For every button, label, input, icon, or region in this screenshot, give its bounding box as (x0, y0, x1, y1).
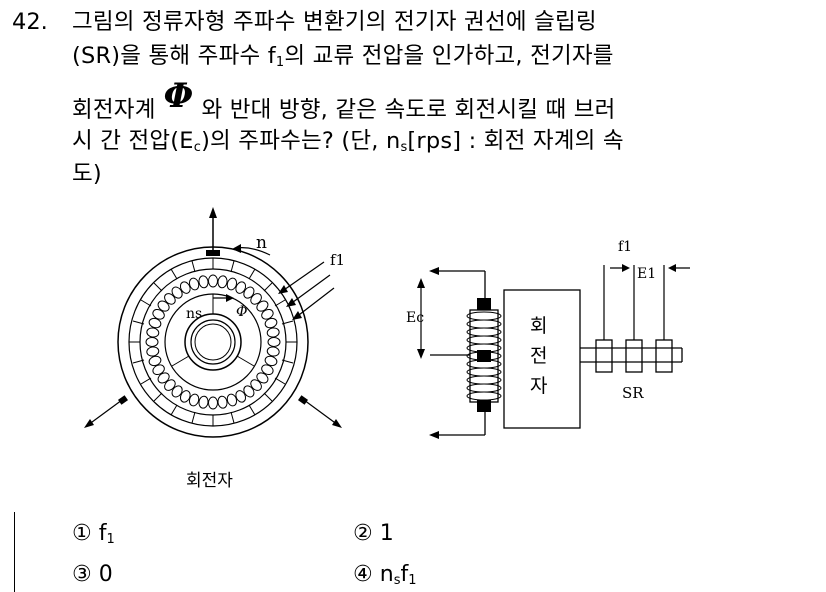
winding-turn (466, 311, 502, 321)
coil-loop (266, 346, 280, 357)
coil-loop (152, 308, 165, 320)
rotor-cross-section (84, 207, 342, 438)
coil-loop (146, 346, 160, 357)
coil-loop (146, 327, 160, 338)
option-4-mark: ④ (353, 562, 373, 587)
coil-loop (208, 274, 218, 288)
coil-loop (188, 393, 200, 407)
coil-loop (256, 372, 269, 384)
coil-loop (148, 317, 162, 329)
question-number: 42. (12, 9, 48, 35)
question-line-5: 도) (72, 161, 102, 187)
coil-loop (261, 308, 274, 320)
option-1[interactable]: ① f1 (72, 521, 115, 547)
question-line-4-pre: 시 간 전압(E (72, 128, 194, 154)
winding-turn (466, 319, 502, 329)
option-1-text: f (98, 521, 107, 546)
question-line-3-pre: 회전자계 (72, 97, 156, 123)
winding-turn (466, 383, 502, 393)
option-2-mark: ② (353, 521, 373, 546)
option-2-text: 1 (379, 521, 394, 546)
option-3[interactable]: ③ 0 (72, 562, 113, 588)
coil-loop (198, 275, 209, 289)
option-1-sub: 1 (106, 532, 115, 547)
coil-loop (171, 286, 183, 299)
coil-loop (152, 364, 165, 376)
coil-loop (226, 393, 238, 407)
coil-loop (217, 275, 228, 289)
label-e1: E1 (637, 266, 656, 282)
label-ns: ns (186, 306, 202, 322)
coil-loop (250, 379, 262, 391)
coil-loop (226, 277, 238, 291)
coil-loop (164, 293, 176, 305)
label-phi-fig: Φ (236, 304, 247, 320)
coil-loop (266, 327, 280, 338)
question-line-2-post: 의 교류 전압을 인가하고, 전기자를 (284, 43, 614, 69)
margin-bar (14, 512, 15, 592)
question-line-4-sub2: s (400, 140, 408, 155)
question-line-4-sub: c (193, 140, 202, 155)
question-line-3: 회전자계 Φ 와 반대 방향, 같은 속도로 회전시킬 때 브러 (72, 79, 616, 124)
coil-loop (243, 286, 255, 299)
winding-turn (466, 375, 502, 385)
coil-loop (148, 355, 162, 367)
question-line-4: 시 간 전압(Ec)의 주파수는? (단, ns[rps] : 회전 자계의 속 (72, 127, 624, 155)
question-line-4-mid: )의 주파수는? (단, n (201, 128, 401, 154)
question-line-2: (SR)을 통해 주파수 f1의 교류 전압을 인가하고, 전기자를 (72, 42, 614, 70)
option-4-sub: s (393, 573, 401, 588)
coil-loop (157, 300, 170, 312)
winding-turn (466, 327, 502, 337)
option-4[interactable]: ④ nsf1 (353, 562, 417, 588)
coil-loop (179, 390, 191, 403)
label-rotor-2: 전 (530, 345, 547, 367)
coil-loop (256, 300, 269, 312)
coil-loop (198, 395, 209, 409)
coil-loop (217, 395, 228, 409)
phi-symbol: Φ (163, 76, 194, 116)
question-line-3-post: 와 반대 방향, 같은 속도로 회전시킬 때 브러 (201, 97, 616, 123)
question-line-2-sub: 1 (275, 55, 285, 70)
label-rotor-3: 자 (530, 375, 547, 397)
coil-loop (171, 385, 183, 398)
winding-turn (466, 367, 502, 377)
coil-loop (164, 379, 176, 391)
label-n: n (256, 233, 267, 253)
coil-loop (235, 281, 247, 294)
coil-loop (261, 364, 274, 376)
label-f1-right: f1 (618, 239, 632, 255)
label-f1-left: f1 (330, 251, 345, 269)
question-line-1: 그림의 정류자형 주파수 변환기의 전기자 권선에 슬립링 (72, 9, 597, 35)
coil-loop (264, 355, 278, 367)
option-2[interactable]: ② 1 (353, 521, 394, 547)
coil-loop (243, 385, 255, 398)
label-rotor-1: 회 (530, 315, 547, 337)
winding-turn (466, 391, 502, 401)
question-line-4-post: [rps] : 회전 자계의 속 (407, 128, 624, 154)
option-4-text: n (379, 562, 394, 587)
winding-turn (466, 335, 502, 345)
question-line-2-pre: (SR)을 통해 주파수 f (72, 43, 276, 69)
coil-loop (179, 281, 191, 294)
option-3-text: 0 (98, 562, 113, 587)
coil-loop (267, 337, 281, 347)
coil-loop (235, 390, 247, 403)
option-4-sub2: 1 (408, 573, 417, 588)
coil-loop (157, 372, 170, 384)
option-1-mark: ① (72, 521, 92, 546)
label-sr: SR (622, 384, 644, 402)
coil-loop (208, 396, 218, 410)
label-ec: Ec (406, 310, 424, 326)
coil-loop (145, 337, 159, 347)
option-4-post: f (400, 562, 409, 587)
coil-loop (188, 277, 200, 291)
coil-loop (264, 317, 278, 329)
coil-loop (250, 293, 262, 305)
option-3-mark: ③ (72, 562, 92, 587)
side-schematic (417, 264, 690, 439)
figure-caption-rotor: 회전자 (186, 471, 233, 491)
